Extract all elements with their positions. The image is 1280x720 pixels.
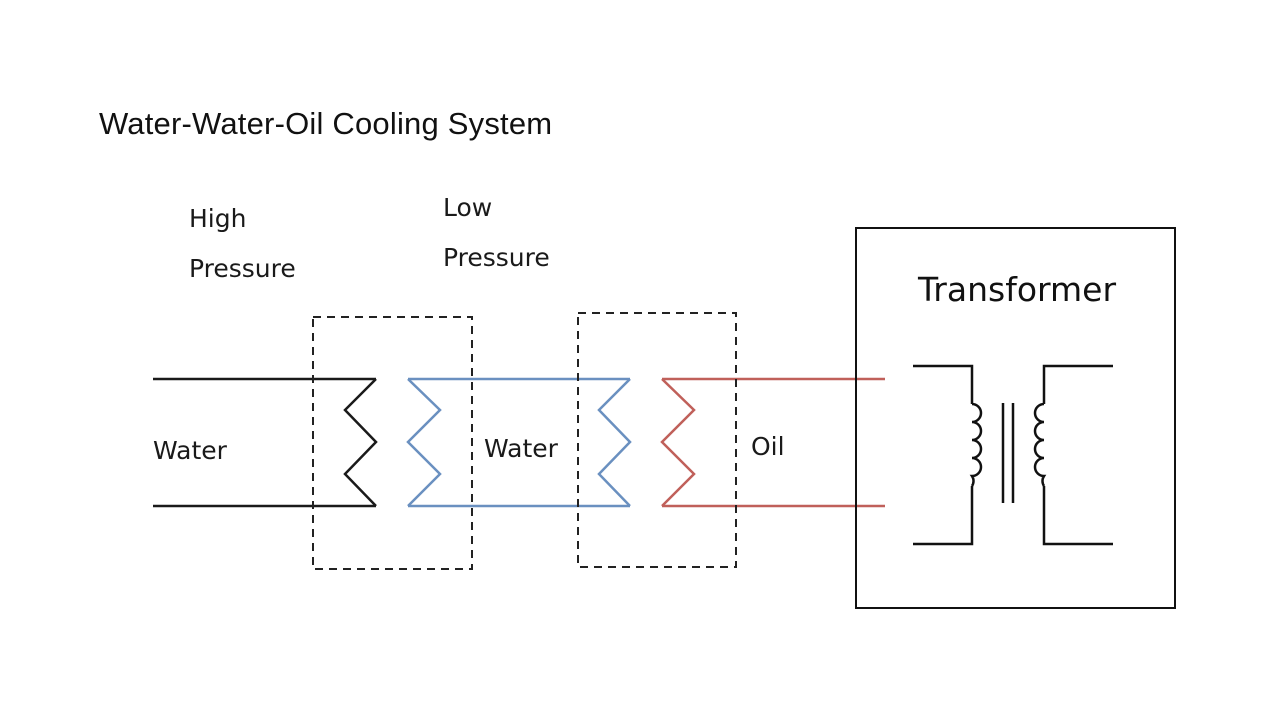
heat-exchanger-1-boundary <box>312 316 473 570</box>
high-pressure-water-loop <box>153 377 378 508</box>
low-pressure-label-line2: Pressure <box>443 243 550 272</box>
lp-coil-left <box>406 378 442 507</box>
water-low-pressure-label: Water <box>482 424 560 474</box>
lp-coil-right <box>597 378 632 507</box>
low-pressure-label: Low Pressure <box>443 183 550 283</box>
high-pressure-label: High Pressure <box>189 194 296 294</box>
heat-exchanger-2-boundary <box>577 312 737 568</box>
transformer-label: Transformer <box>918 270 1117 309</box>
high-pressure-label-line1: High <box>189 204 247 233</box>
hp-heat-exchanger-coil <box>343 378 378 507</box>
oil-coil <box>660 378 696 507</box>
high-pressure-label-line2: Pressure <box>189 254 296 283</box>
water-high-pressure-label: Water <box>153 436 227 465</box>
low-pressure-water-loop <box>406 377 632 508</box>
low-pressure-label-line1: Low <box>443 193 493 222</box>
oil-loop <box>660 377 885 508</box>
transformer-icon <box>913 364 1113 546</box>
diagram-title: Water-Water-Oil Cooling System <box>99 106 553 141</box>
oil-label: Oil <box>751 432 785 461</box>
transformer-box <box>855 227 1176 609</box>
